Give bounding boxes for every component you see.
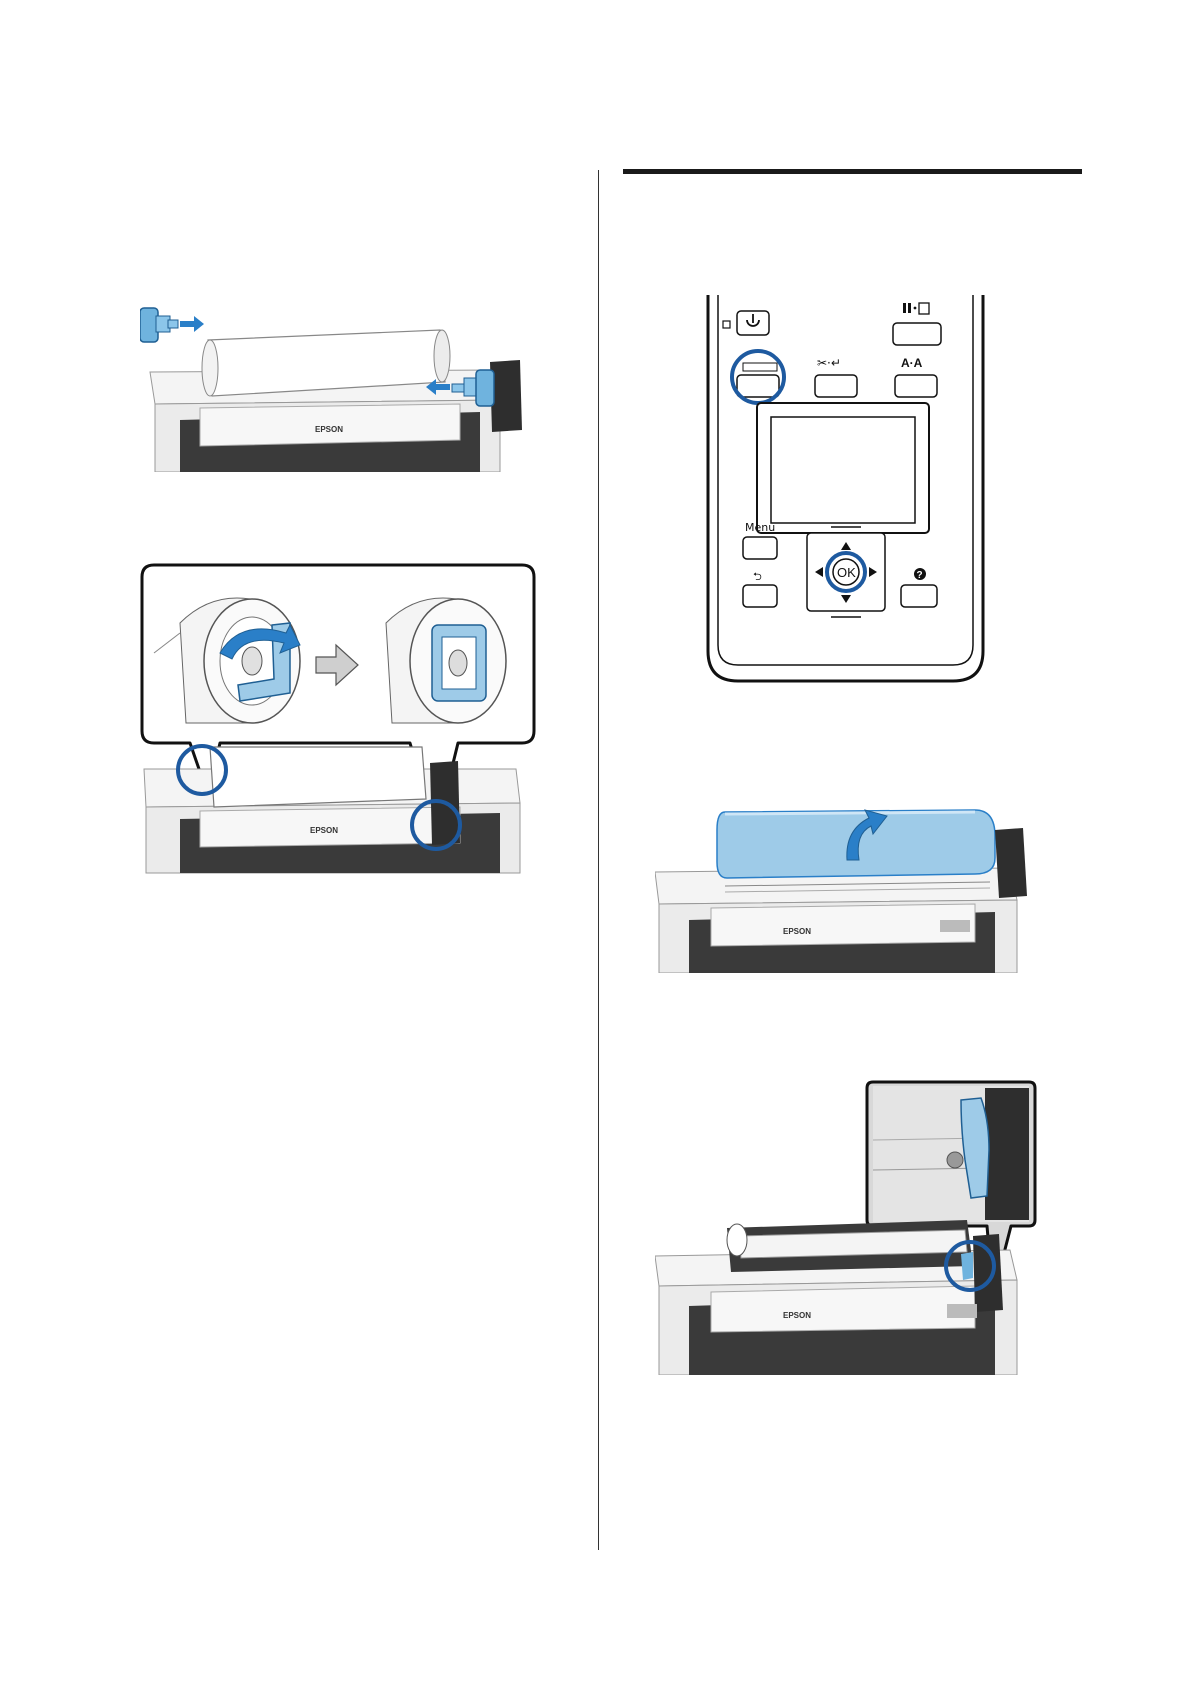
column-divider — [598, 170, 599, 1550]
figure-attach-adapters: EPSON — [140, 300, 535, 472]
back-glyph: ⮌ — [753, 570, 762, 583]
svg-text:✂·↵: ✂·↵ — [817, 356, 841, 370]
figure-open-cover: EPSON — [655, 800, 1040, 973]
fig2-brand: EPSON — [310, 826, 338, 835]
fig5-brand: EPSON — [783, 1311, 811, 1320]
menu-label: Menu — [745, 521, 775, 534]
ok-label: OK — [837, 565, 856, 580]
figure-lever: EPSON — [655, 1080, 1040, 1375]
fig1-brand: EPSON — [315, 425, 343, 434]
section-heading-rule — [623, 169, 1082, 174]
adapter-locked-detail — [386, 598, 506, 723]
figure-control-panel: ✂·↵ A·A Menu OK ⮌ — [705, 295, 987, 685]
adapter-left-icon — [140, 308, 178, 342]
figure-lock-adapters: EPSON — [140, 563, 536, 935]
nav-pad[interactable]: OK — [807, 527, 885, 617]
svg-text:A·A: A·A — [901, 356, 923, 370]
fig4-brand: EPSON — [783, 927, 811, 936]
insert-arrow-icon — [180, 316, 204, 332]
menu-icon[interactable]: Menu — [743, 521, 777, 559]
power-icon[interactable] — [737, 311, 769, 335]
help-glyph: ? — [917, 570, 923, 581]
